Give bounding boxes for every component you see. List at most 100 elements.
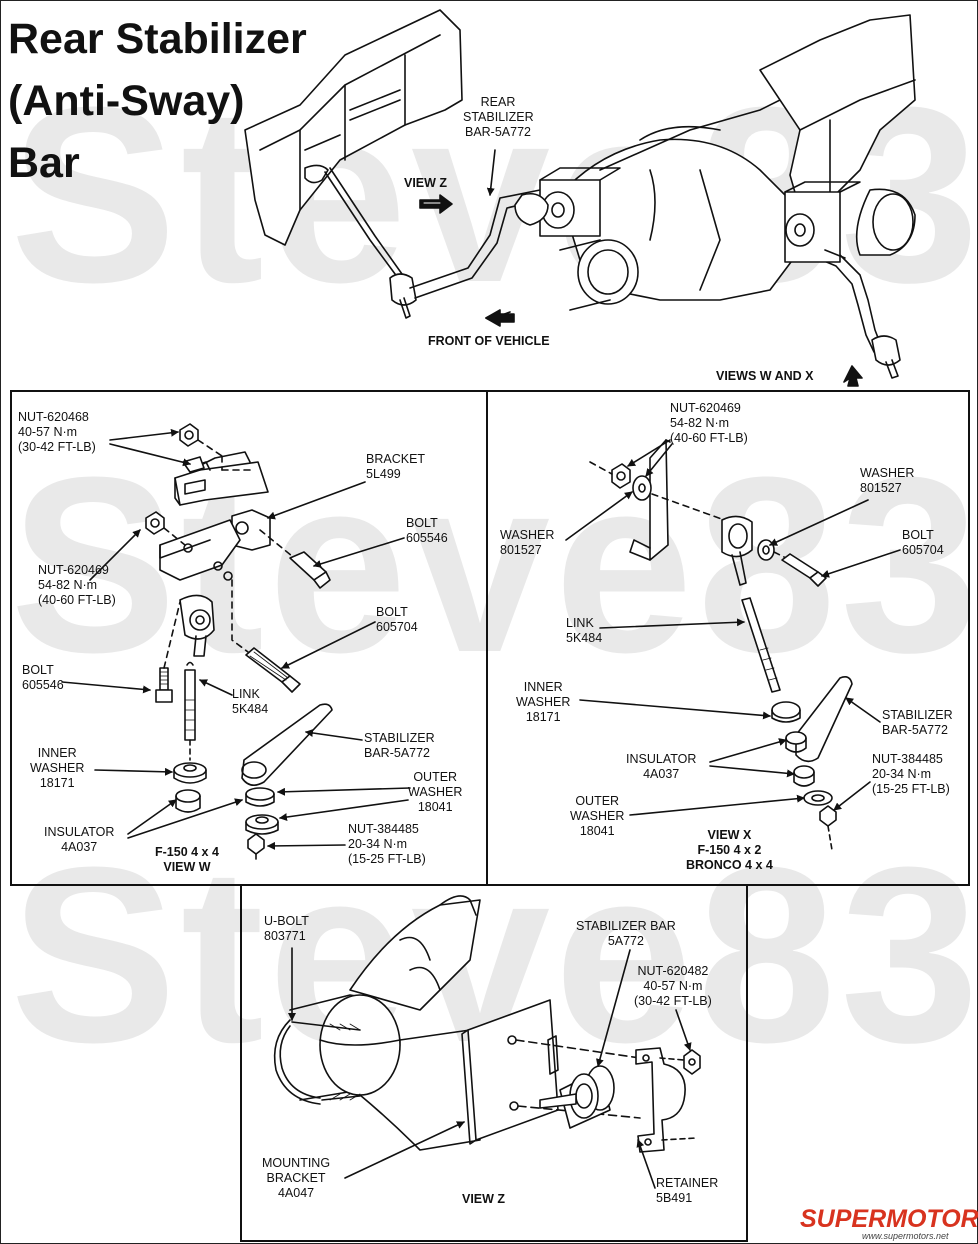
label-w-caption: F-150 4 x 4 VIEW W: [155, 845, 219, 874]
view-z-u-bolt: [273, 1019, 361, 1105]
leader-x-stabilizer: [845, 697, 881, 723]
leader-w-bolt-605704: [281, 621, 376, 669]
leader-w-nut-620468: [109, 428, 179, 441]
label-x-inner-washer: INNER WASHER 18171: [516, 680, 571, 724]
views-w-and-x-arrow: [843, 365, 863, 387]
view-x-washer-left: [632, 475, 652, 501]
leader-x-bolt: [821, 549, 901, 578]
label-w-insulator: INSULATOR 4A037: [44, 825, 115, 854]
view-z-retainer: [635, 1047, 686, 1153]
view-x-nut-620469: [611, 463, 631, 489]
view-z-axle-tube: [289, 895, 481, 1151]
label-w-inner-washer: INNER WASHER 18171: [30, 746, 85, 790]
supermotors-logo: SUPERMOTORS www.supermotors.net: [800, 1205, 978, 1241]
leader-x-inner-washer: [579, 699, 771, 720]
label-view-z: VIEW Z: [404, 176, 448, 190]
title-line-1: Rear Stabilizer: [8, 15, 307, 63]
label-w-nut-384485: NUT-384485 20-34 N·m (15-25 FT-LB): [348, 822, 426, 866]
leader-x-nut-384485: [833, 781, 871, 811]
leader-w-outer-washer-b: [277, 787, 411, 796]
view-w-bolt-605546-left: [155, 667, 173, 703]
label-x-link: LINK 5K484: [566, 616, 603, 645]
label-z-u-bolt: U-BOLT 803771: [264, 914, 309, 943]
label-rear-stabilizer-bar: REAR STABILIZER BAR-5A772: [463, 95, 534, 139]
view-w-bolt-605546-right: [289, 551, 331, 589]
logo-name: SUPERMOTORS: [800, 1205, 978, 1233]
label-w-bracket: BRACKET 5L499: [366, 452, 426, 481]
view-w-bolt-605704: [245, 647, 301, 693]
leader-w-inner-washer: [94, 767, 173, 776]
leader-w-outer-washer: [279, 799, 409, 821]
leader-z-nut: [675, 1009, 692, 1051]
view-w-bushing-link-top: [179, 594, 215, 657]
view-x-link: [741, 597, 781, 693]
left-link-assembly: [304, 164, 417, 319]
view-z-panel: [240, 884, 748, 1242]
label-x-nut-384485: NUT-384485 20-34 N·m (15-25 FT-LB): [872, 752, 950, 796]
leader-w-nut-620469: [89, 529, 141, 581]
label-x-stabilizer-bar: STABILIZER BAR-5A772: [882, 708, 953, 737]
label-front-of-vehicle: FRONT OF VEHICLE: [428, 334, 550, 348]
view-x-stabilizer-bar: [795, 676, 853, 763]
leader-w-insulator-b: [127, 798, 243, 839]
view-z-nut-620482: [683, 1049, 701, 1075]
front-of-vehicle-arrow: [485, 309, 515, 327]
leader-x-washer-left: [565, 491, 633, 541]
label-views-w-and-x: VIEWS W AND X: [716, 369, 814, 383]
view-x-washer-right: [757, 539, 775, 561]
leader-w-insulator: [127, 799, 177, 835]
leader-w-nut-620468b: [109, 443, 191, 467]
view-w-stabilizer-bar: [241, 703, 333, 786]
leader-x-washer: [769, 499, 869, 546]
leader-x-link: [599, 618, 745, 629]
label-w-outer-washer: OUTER WASHER 18041: [408, 770, 463, 814]
view-w-washers-right: [245, 787, 279, 855]
label-x-washer-right: WASHER 801527: [860, 466, 915, 495]
bushing-clamp-left: [514, 167, 621, 237]
bushing-clamp-right: [784, 181, 861, 263]
leader-x-insulator: [709, 738, 787, 763]
leader-w-nut-384485: [267, 841, 346, 850]
leader-z-stabilizer: [596, 949, 631, 1067]
label-z-retainer: RETAINER 5B491: [656, 1176, 719, 1205]
view-w-bracket: [159, 451, 271, 581]
view-x-washers: [771, 701, 837, 827]
view-x-bolt: [781, 553, 827, 587]
view-x-bracket: [629, 439, 671, 561]
label-z-stabilizer-bar: STABILIZER BAR 5A772: [576, 919, 676, 948]
label-w-nut-620469: NUT-620469 54-82 N·m (40-60 FT-LB): [38, 563, 116, 607]
view-w-link: [184, 661, 196, 741]
label-x-insulator: INSULATOR 4A037: [626, 752, 697, 781]
leader-w-link: [199, 679, 233, 696]
title-line-2: (Anti-Sway): [8, 77, 245, 125]
view-w-nut-620468: [179, 423, 199, 447]
frame-rail-left: [244, 9, 463, 246]
right-link-assembly: [871, 335, 901, 379]
title-line-3: Bar: [8, 139, 80, 187]
axle-housing: [559, 14, 916, 311]
label-z-nut-620482: NUT-620482 40-57 N·m (30-42 FT-LB): [634, 964, 712, 1008]
label-x-washer-left: WASHER 801527: [500, 528, 555, 557]
label-w-stabilizer-bar: STABILIZER BAR-5A772: [364, 731, 435, 760]
leader-x-nut-620469b: [645, 443, 673, 477]
label-w-bolt-605546-left: BOLT 605546: [22, 663, 64, 692]
leader-w-bolt-left: [61, 681, 151, 694]
view-w-washers-left: [173, 762, 207, 813]
label-z-caption: VIEW Z: [462, 1192, 506, 1206]
label-w-nut-620468: NUT-620468 40-57 N·m (30-42 FT-LB): [18, 410, 96, 454]
label-x-caption: VIEW X F-150 4 x 2 BRONCO 4 x 4: [686, 828, 773, 872]
leader-z-mounting-bracket: [344, 1121, 465, 1179]
label-w-link: LINK 5K484: [232, 687, 269, 716]
leader-w-stabilizer: [305, 729, 363, 741]
view-z-bushing: [539, 1065, 615, 1129]
leader-x-outer-washer: [629, 794, 805, 816]
label-w-bolt-605546-top: BOLT 605546: [406, 516, 448, 545]
leader-z-retainer: [636, 1139, 656, 1189]
logo-url: www.supermotors.net: [862, 1231, 949, 1241]
label-x-bolt: BOLT 605704: [902, 528, 944, 557]
leader-x-insulator-b: [709, 765, 795, 778]
label-x-outer-washer: OUTER WASHER 18041: [570, 794, 625, 838]
view-w-nut-620469: [145, 511, 165, 535]
view-z-mounting-bracket: [461, 999, 559, 1145]
